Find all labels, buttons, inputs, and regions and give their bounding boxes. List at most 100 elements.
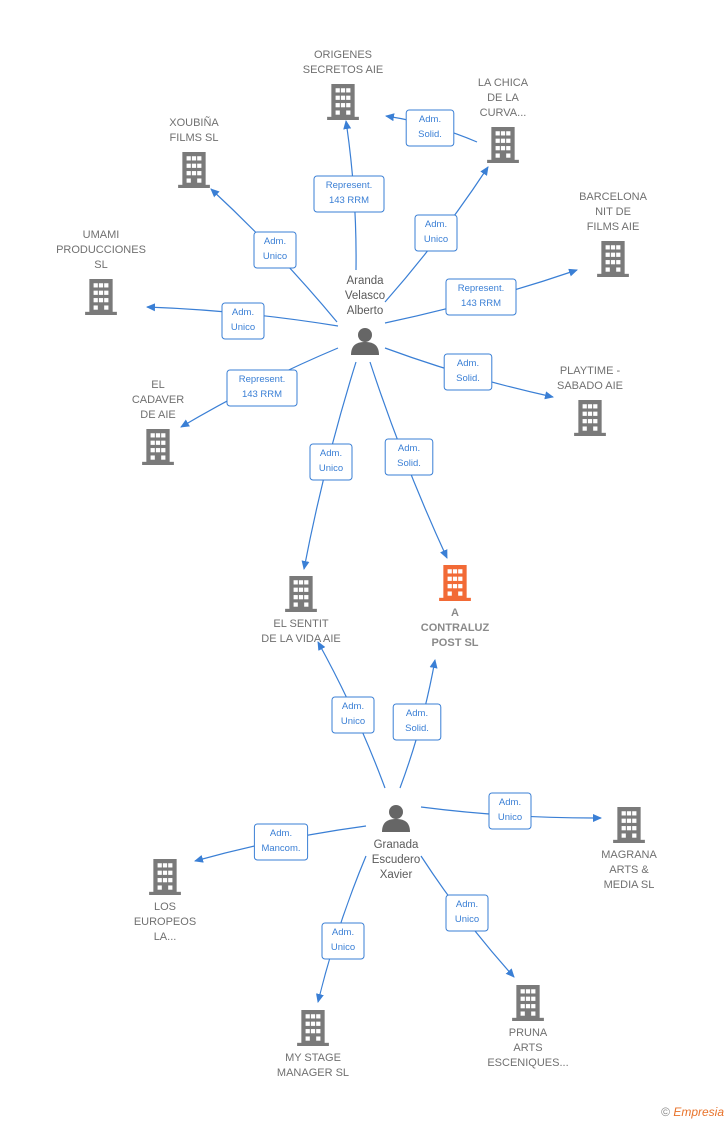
- node-label: MANAGER SL: [277, 1067, 349, 1079]
- node-label: EL SENTIT: [273, 618, 328, 630]
- building-icon: [439, 565, 471, 601]
- edge-label-box: [313, 175, 385, 213]
- node-label: Alberto: [347, 305, 383, 317]
- edge-label-text: Adm.: [419, 114, 441, 125]
- node-label: DE AIE: [140, 409, 175, 421]
- node-sentit[interactable]: EL SENTIT DE LA VIDA AIE: [261, 576, 341, 645]
- node-label: Escudero: [372, 854, 421, 866]
- node-label: LA CHICA: [478, 77, 529, 89]
- edge-label-box: [414, 214, 458, 252]
- node-label: MAGRANA: [601, 849, 657, 861]
- edge-label-text: Solid.: [418, 129, 442, 140]
- building-icon: [597, 241, 629, 277]
- edge-label-text: Adm.: [457, 358, 479, 369]
- edge-label-text: Solid.: [456, 373, 480, 384]
- edge-label-text: Unico: [424, 234, 448, 245]
- edge-label-text: Adm.: [398, 443, 420, 454]
- node-europeos[interactable]: LOSEUROPEOSLA...: [134, 859, 196, 943]
- edge-label[interactable]: Adm.Unico: [445, 894, 489, 932]
- edge-label-box: [445, 278, 517, 316]
- edge-label-box: [226, 369, 298, 407]
- edge-label[interactable]: Represent. 143 RRM: [445, 278, 517, 316]
- building-icon: [285, 576, 317, 612]
- node-label: DE LA VIDA AIE: [261, 633, 341, 645]
- node-label: ARTS &: [609, 864, 649, 876]
- node-label: PRUNA: [509, 1027, 548, 1039]
- edge-label[interactable]: Adm. Solid.: [443, 353, 493, 391]
- node-label: ESCENIQUES...: [487, 1057, 568, 1069]
- edge-label-text: Represent.: [326, 180, 372, 191]
- edge-label-text: Represent.: [239, 374, 285, 385]
- building-icon: [142, 429, 174, 465]
- edge-label-text: 143 RRM: [461, 298, 501, 309]
- node-label: FILMS AIE: [587, 221, 640, 233]
- edge-label[interactable]: Adm.Unico: [221, 302, 265, 340]
- edge-label[interactable]: Represent.143 RRM: [226, 369, 298, 407]
- node-playtime[interactable]: PLAYTIME - SABADO AIE: [557, 365, 623, 436]
- node-label: SABADO AIE: [557, 380, 623, 392]
- edge-label-text: Solid.: [397, 458, 421, 469]
- node-pruna[interactable]: PRUNAARTSESCENIQUES...: [487, 985, 569, 1069]
- edge-label-box: [445, 894, 489, 932]
- node-label: CONTRALUZ: [421, 622, 490, 634]
- node-label: Aranda: [346, 275, 384, 287]
- edge-label-box: [253, 231, 297, 269]
- edge-label[interactable]: Represent. 143 RRM: [313, 175, 385, 213]
- edge-label-text: Adm.: [320, 448, 342, 459]
- node-cadaver[interactable]: EL CADAVER DE AIE: [132, 379, 184, 465]
- edge-label[interactable]: Adm.Unico: [321, 922, 365, 960]
- edge-label-text: Solid.: [405, 723, 429, 734]
- edge-label[interactable]: Adm. Unico: [488, 792, 532, 830]
- edge-label-text: 143 RRM: [329, 195, 369, 206]
- edge-label-box: [309, 443, 353, 481]
- edge-label-text: Mancom.: [261, 843, 300, 854]
- node-label: DE LA: [487, 92, 519, 104]
- node-label: POST SL: [431, 637, 478, 649]
- node-label: SL: [94, 259, 107, 271]
- edge-label[interactable]: Adm. Solid.: [405, 109, 455, 147]
- edge-label-box: [331, 696, 375, 734]
- node-label: CADAVER: [132, 394, 184, 406]
- node-label: EL: [151, 379, 164, 391]
- building-icon: [178, 152, 210, 188]
- node-label: Granada: [374, 839, 419, 851]
- edge-label-text: Adm.: [499, 797, 521, 808]
- person-icon: [351, 328, 379, 355]
- edge-label[interactable]: Adm.Mancom.: [253, 823, 309, 861]
- building-icon: [85, 279, 117, 315]
- edge-label[interactable]: Adm. Solid.: [384, 438, 434, 476]
- node-label: SECRETOS AIE: [303, 64, 384, 76]
- edge-label-text: Adm.: [342, 701, 364, 712]
- node-label: PLAYTIME -: [560, 365, 621, 377]
- edge-label-text: Represent.: [458, 283, 504, 294]
- building-icon: [327, 84, 359, 120]
- edge-label-box: [384, 438, 434, 476]
- edge-label-text: Adm.: [456, 899, 478, 910]
- building-icon: [613, 807, 645, 843]
- edge-label-text: Unico: [498, 812, 522, 823]
- person-icon: [382, 805, 410, 832]
- edge-label[interactable]: Adm.Unico: [414, 214, 458, 252]
- node-contraluz[interactable]: A CONTRALUZ POST SL: [421, 565, 490, 649]
- edge-label[interactable]: Adm.Unico: [253, 231, 297, 269]
- edge-label[interactable]: Adm.Solid.: [392, 703, 442, 741]
- building-icon: [487, 127, 519, 163]
- edge-label[interactable]: Adm.Unico: [309, 443, 353, 481]
- edge-label[interactable]: Adm.Unico: [331, 696, 375, 734]
- building-icon: [297, 1010, 329, 1046]
- edge-label-text: Unico: [331, 942, 355, 953]
- building-icon: [512, 985, 544, 1021]
- node-label: A: [451, 607, 459, 619]
- node-label: LA...: [154, 931, 177, 943]
- brand-logo[interactable]: Empresia: [673, 1105, 724, 1119]
- edge-label-box: [405, 109, 455, 147]
